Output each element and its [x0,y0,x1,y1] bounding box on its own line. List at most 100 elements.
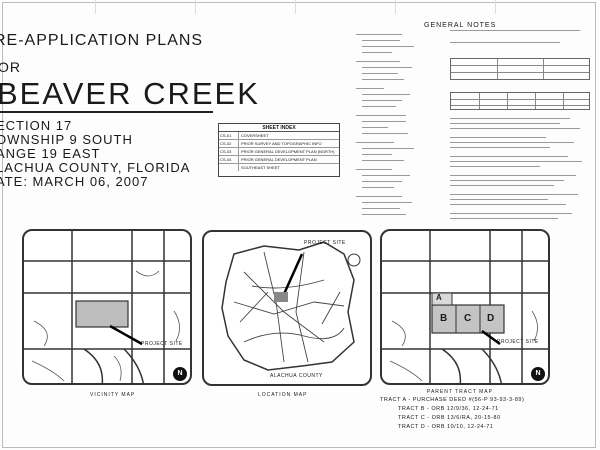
fine-print-line [362,133,408,134]
parent-tract-map-drawing [382,231,548,383]
fine-print-line [362,202,412,203]
project-name-underline [0,111,213,113]
fine-print-line [450,161,582,162]
sheet-description: PRIOR SURVEY AND TOPOGRAPHIC INFO [241,141,322,146]
project-name: BEAVER CREEK [0,76,260,111]
fine-print-line [450,199,548,200]
township-line: OWNSHIP 9 SOUTH [0,132,133,147]
county-line: LACHUA COUNTY, FLORIDA [0,160,191,175]
parent-tract-map: A B C D PROJECT SITE N [380,229,550,385]
fine-print-line [356,115,406,116]
fine-print-line [450,213,572,214]
fine-print-line [362,46,414,47]
fine-print-line [362,67,412,68]
fine-print-line [450,156,568,157]
tract-legend-line: TRACT B - ORB 12/9/36, 12-24-71 [398,406,499,412]
tract-legend-line: TRACT C - ORB 13/6/RA, 20-15-80 [398,415,501,421]
tract-c-label: C [464,313,472,324]
parent-tract-parcel [431,304,505,334]
fine-print-line [450,147,550,148]
fine-print-line [450,142,574,143]
section-line: ECTION 17 [0,118,73,133]
fine-print-line [450,42,560,43]
fine-print-line [450,194,578,195]
fine-print-line [362,154,392,155]
sheet-description: PRIOR GENERAL DEVELOPMENT PLAN (NORTH) [241,149,335,154]
notes-table [450,92,590,110]
vicinity-map: PROJECT SITE N [22,229,192,385]
sheet-number: CS-01 [219,132,239,139]
location-map-caption: LOCATION MAP [258,392,308,398]
fine-print-line [356,142,394,143]
fine-print-line [450,166,540,167]
sheet-description: SOUTHEAST SHEET [241,165,280,170]
sheet-description: PRIOR GENERAL DEVELOPMENT PLAN [241,157,317,162]
tract-b-label: B [440,313,448,324]
fine-print-line [362,208,400,209]
fine-print-line [362,160,404,161]
range-line: ANGE 19 EAST [0,146,101,161]
sheet-number: CS-04 [219,156,239,163]
county-boundary [221,241,355,371]
fine-print-line [450,137,546,138]
fine-print-line [362,79,404,80]
north-arrow-icon: N [173,367,187,381]
notes-table [450,58,590,80]
location-map: PROJECT SITE ALACHUA COUNTY [202,230,372,386]
fine-print-line [362,121,406,122]
fine-print-line [450,175,576,176]
fine-print-line [356,61,400,62]
tract-d-label: D [487,313,495,324]
fine-print-line [362,214,406,215]
date-line: ATE: MARCH 06, 2007 [0,174,149,189]
sheet-grid-strip [0,0,600,14]
fine-print-line [356,88,384,89]
fine-print-line [356,196,402,197]
fine-print-line [450,180,564,181]
tract-legend-line: TRACT A - PURCHASE DEED #(56-P 93-93-3-8… [380,397,525,403]
fine-print-line [450,128,580,129]
fine-print-line [362,52,392,53]
location-map-seal-icon [347,253,361,267]
fine-print-line [362,181,402,182]
fine-print-line [356,34,402,35]
parent-project-site-label: PROJECT SITE [497,339,539,345]
fine-print-line [450,218,558,219]
county-label: ALACHUA COUNTY [270,373,323,379]
fine-print-line [450,30,580,31]
parent-tract-map-caption: PARENT TRACT MAP [427,389,493,395]
location-map-drawing [221,241,361,371]
vicinity-map-drawing [24,231,190,383]
fine-print-line [356,169,392,170]
fine-print-line [450,123,560,124]
fine-print-line [362,148,414,149]
fine-print-line [450,185,554,186]
vicinity-map-caption: VICINITY MAP [90,392,136,398]
fine-print-line [450,118,570,119]
sheet-number: CS-03 [219,148,239,155]
fine-print-line [362,94,410,95]
plan-for-label: OR [0,59,21,75]
vicinity-project-site-label: PROJECT SITE [141,341,183,347]
location-project-site-label: PROJECT SITE [304,240,346,246]
general-notes: GENERAL NOTES [354,22,594,228]
fine-print-line [362,106,396,107]
plan-type-title: RE-APPLICATION PLANS [0,32,204,49]
general-notes-title: GENERAL NOTES [424,22,497,29]
tract-a-label: A [436,293,442,302]
vicinity-project-parcel [75,300,129,328]
sheet-number [219,164,239,171]
fine-print-line [362,73,398,74]
fine-print-line [362,40,400,41]
fine-print-line [362,100,402,101]
tract-legend-line: TRACT D - ORB 10/10, 12-24-71 [398,424,494,430]
sheet-index-title: SHEET INDEX [219,124,339,132]
fine-print-line [362,127,388,128]
